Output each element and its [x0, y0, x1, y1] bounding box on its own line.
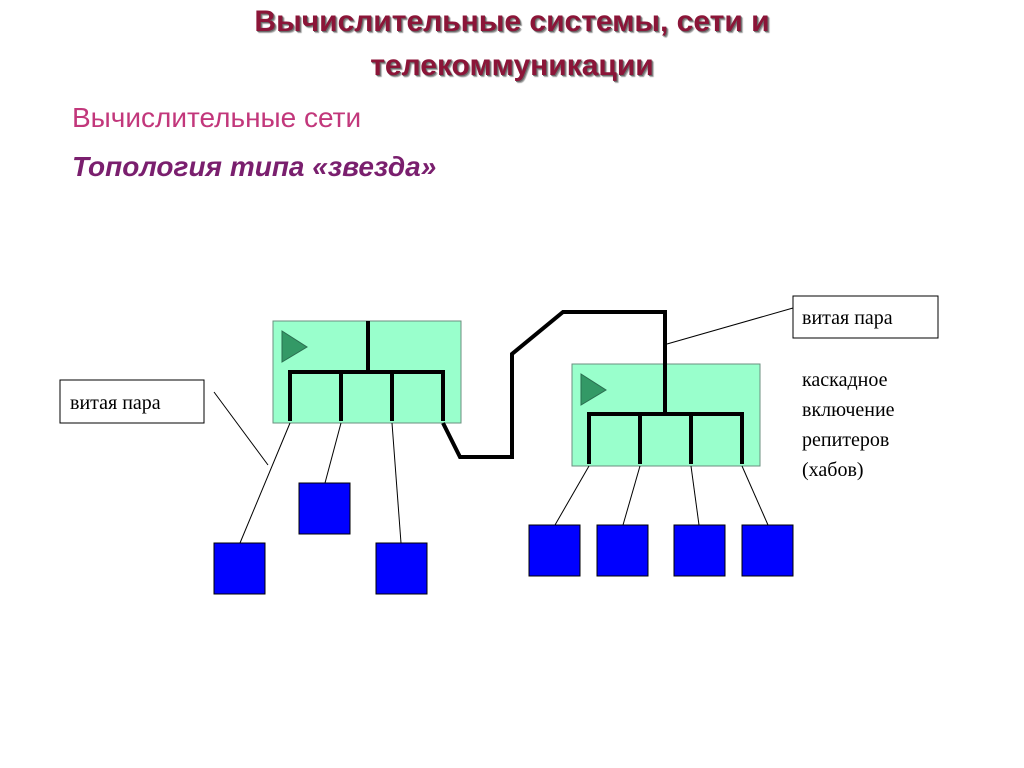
workstation-node [596, 524, 649, 577]
callout-right-box [792, 295, 939, 339]
hub-left [272, 320, 462, 424]
callout-right-label: витая пара [802, 307, 893, 329]
cable [391, 422, 402, 544]
slide-title: Вычислительные системы, сети и телекомму… [0, 0, 1024, 88]
cable [690, 465, 700, 526]
slide-title-line2: телекоммуникации [370, 49, 654, 82]
cable [324, 422, 342, 484]
workstation-node [298, 482, 351, 535]
hub-play-icon [281, 330, 308, 363]
cascade-text-line: (хабов) [802, 459, 864, 481]
workstation-node [741, 524, 794, 577]
workstation-node [528, 524, 581, 577]
cable [741, 465, 769, 526]
cable [239, 422, 291, 544]
workstation-node [375, 542, 428, 595]
cable [622, 465, 641, 526]
cable [554, 465, 590, 526]
cascade-text-line: каскадное [802, 369, 888, 391]
slide-title-line1: Вычислительные системы, сети и [254, 5, 770, 38]
workstation-node [673, 524, 726, 577]
topology-title: Топология типа «звезда» [72, 151, 437, 182]
cascade-text-line: включение [802, 399, 895, 421]
cascade-text-line: репитеров [802, 429, 889, 451]
cascade-link [441, 310, 667, 459]
hub-left-bus [288, 370, 445, 421]
callout-left-label: витая пара [70, 392, 161, 414]
workstation-node [213, 542, 266, 595]
callout-left-pointer [213, 391, 269, 466]
callout-left-box [59, 379, 205, 424]
callout-right-pointer [666, 307, 794, 345]
hub-play-icon [580, 373, 607, 406]
section-subtitle: Вычислительные сети [72, 102, 362, 133]
